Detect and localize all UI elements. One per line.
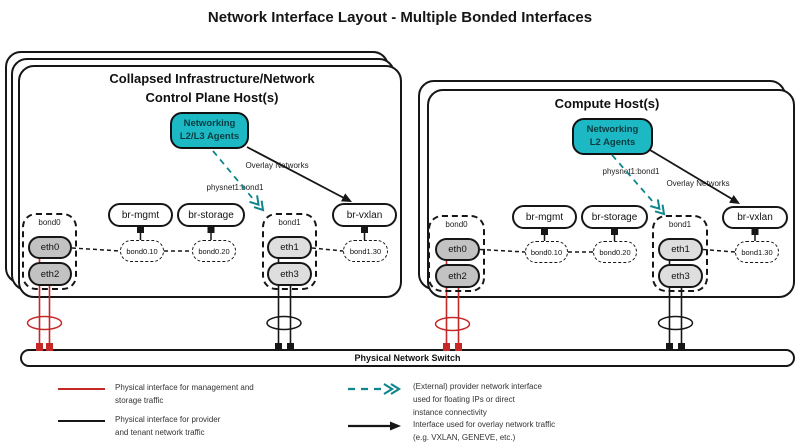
physical-network-switch: Physical Network Switch xyxy=(20,349,795,367)
nic-eth2: eth2 xyxy=(28,262,72,286)
bond1-group: bond1 xyxy=(262,213,317,290)
networking-agents-node: Networking L2/L3 Agents xyxy=(170,112,249,149)
switch-label: Physical Network Switch xyxy=(354,353,461,363)
bond0-label: bond0 xyxy=(38,218,61,227)
nic-eth3: eth3 xyxy=(267,262,312,286)
vlan-bond1-30: bond1.30 xyxy=(343,240,388,262)
legend-black-line-swatch xyxy=(58,420,105,422)
nic-eth1: eth1 xyxy=(658,238,703,261)
host-title: Collapsed Infrastructure/Network Control… xyxy=(109,71,315,105)
vlan-bond0-10: bond0.10 xyxy=(525,241,568,263)
vlan-bond0-10: bond0.10 xyxy=(120,240,164,262)
bond0-group: bond0 xyxy=(22,213,77,290)
legend-item-black: Physical interface for provider and tena… xyxy=(115,415,221,437)
bond1-group: bond1 xyxy=(652,215,708,292)
vlan-bond0-20: bond0.20 xyxy=(192,240,236,262)
vlan-bond0-20: bond0.20 xyxy=(593,241,637,263)
nic-eth0: eth0 xyxy=(28,236,72,259)
nic-eth0: eth0 xyxy=(435,238,480,261)
host-title: Compute Host(s) xyxy=(554,96,660,111)
networking-agents-node: Networking L2 Agents xyxy=(572,118,653,155)
bond1-label: bond1 xyxy=(278,218,301,227)
legend-item-provider: (External) provider network interface us… xyxy=(413,382,542,417)
legend-item-overlay: Interface used for overlay network traff… xyxy=(413,420,556,442)
page-title: Network Interface Layout - Multiple Bond… xyxy=(207,9,593,26)
nic-eth2: eth2 xyxy=(435,264,480,288)
bond0-label: bond0 xyxy=(445,220,468,229)
bridge-br-storage: br-storage xyxy=(177,203,245,227)
nic-eth3: eth3 xyxy=(658,264,703,288)
bond1-label: bond1 xyxy=(668,220,692,229)
vlan-bond1-30: bond1.30 xyxy=(735,241,779,263)
legend-red-line-swatch xyxy=(58,388,105,390)
bond0-group: bond0 xyxy=(428,215,485,292)
legend-item-red: Physical interface for management and st… xyxy=(115,383,254,405)
nic-eth1: eth1 xyxy=(267,236,312,259)
